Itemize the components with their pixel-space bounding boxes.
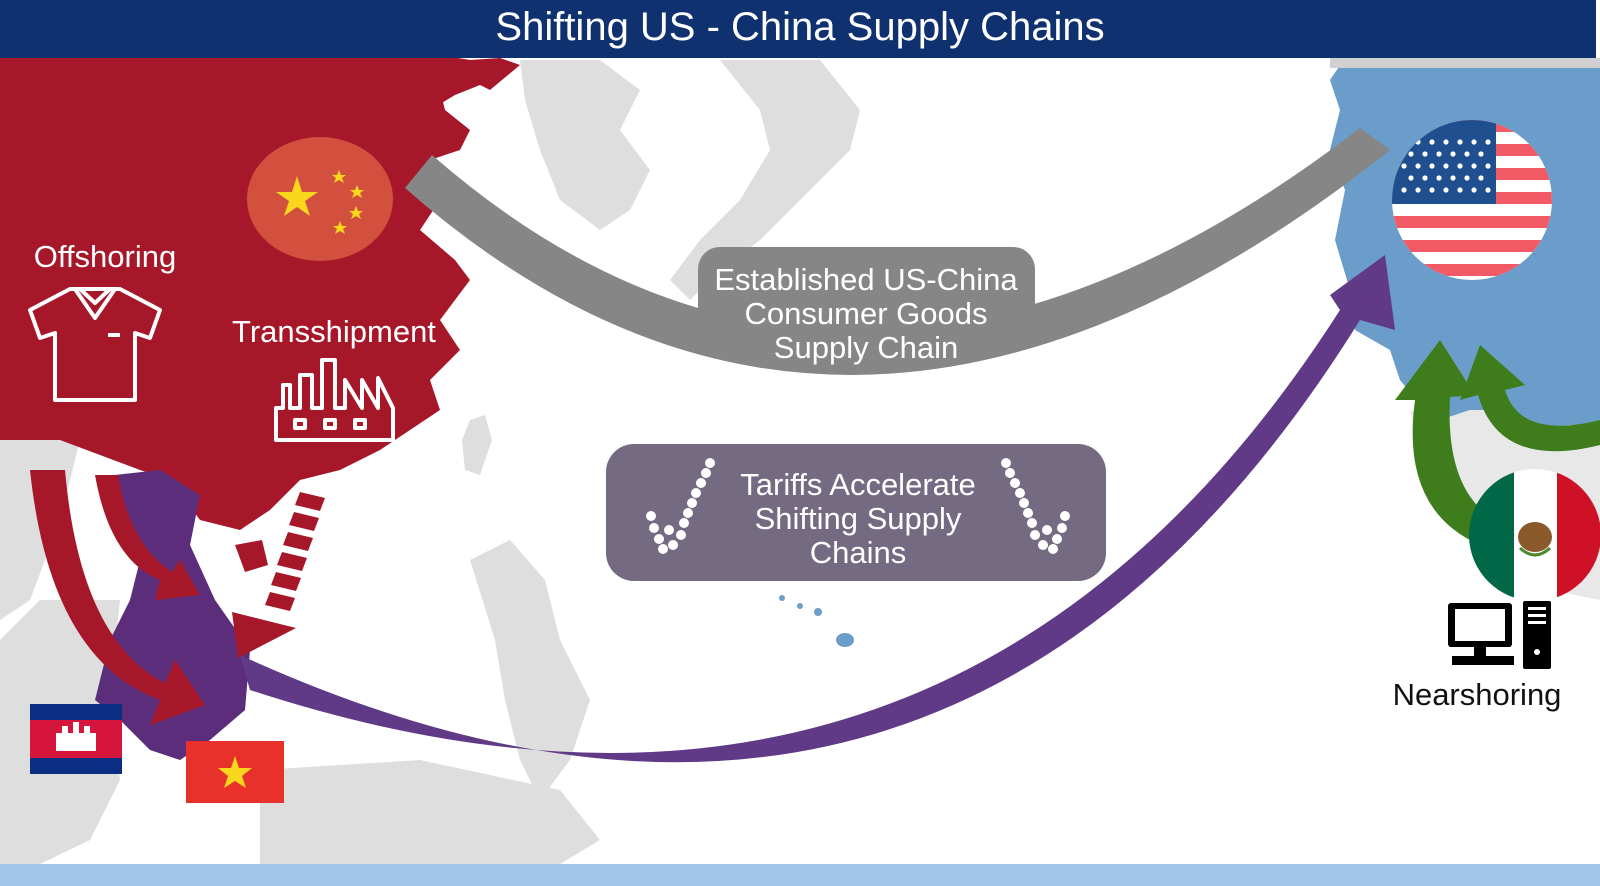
shirt-icon <box>28 287 162 402</box>
tariffs-line-2: Shifting Supply <box>755 501 962 536</box>
title-bar-accent <box>1596 0 1600 58</box>
hainan-island <box>235 540 268 572</box>
land-korea-japan <box>520 60 650 230</box>
tariffs-box: Tariffs Accelerate Shifting Supply Chain… <box>606 444 1106 581</box>
land-taiwan <box>462 415 492 475</box>
vietnam-flag-star <box>218 756 252 788</box>
land-philippines <box>470 540 590 800</box>
mexico-flag-emblem <box>1518 522 1552 552</box>
page-title: Shifting US - China Supply Chains <box>495 5 1105 49</box>
hawaii-islands <box>779 595 854 647</box>
established-line-1: Established US-China <box>714 262 1018 297</box>
established-chain-arrow <box>405 128 1390 375</box>
established-line-3: Supply Chain <box>774 330 958 365</box>
title-bar: Shifting US - China Supply Chains <box>0 0 1600 58</box>
established-box: Established US-China Consumer Goods Supp… <box>698 247 1035 365</box>
factory-icon <box>274 358 395 442</box>
offshoring-arrow-narrow <box>95 475 200 600</box>
background-land <box>0 60 860 864</box>
offshoring-label: Offshoring <box>34 239 176 274</box>
offshoring-arrow-wide <box>30 470 205 725</box>
tariff-arrow-icon-right <box>1001 458 1070 554</box>
land-indonesia <box>260 760 600 864</box>
china-flag-big-star <box>276 176 318 216</box>
mexico-flag <box>1469 469 1600 601</box>
nearshoring-arrow-inner <box>1460 345 1600 452</box>
bottom-band <box>0 864 1600 886</box>
computer-icon <box>1448 601 1551 669</box>
us-flag <box>1392 120 1552 280</box>
transshipment-label: Transshipment <box>232 314 436 349</box>
tariffs-line-3: Chains <box>810 535 907 570</box>
vietnam-to-us-arrow <box>240 255 1395 763</box>
tariffs-line-1: Tariffs Accelerate <box>740 467 975 502</box>
nearshoring-label: Nearshoring <box>1393 677 1562 712</box>
china-northeast-peninsula <box>410 65 480 112</box>
transshipment-arrow <box>232 492 325 658</box>
vietnam-flag <box>186 741 284 803</box>
supply-chain-map: Established US-China Consumer Goods Supp… <box>0 58 1600 864</box>
established-line-2: Consumer Goods <box>745 296 988 331</box>
china-region <box>0 58 520 530</box>
china-flag <box>247 137 393 261</box>
cambodia-flag <box>30 704 122 774</box>
land-japan-islands <box>670 60 860 300</box>
us-region-top-strip <box>1330 58 1600 68</box>
tariff-arrow-icon-left <box>646 458 715 554</box>
